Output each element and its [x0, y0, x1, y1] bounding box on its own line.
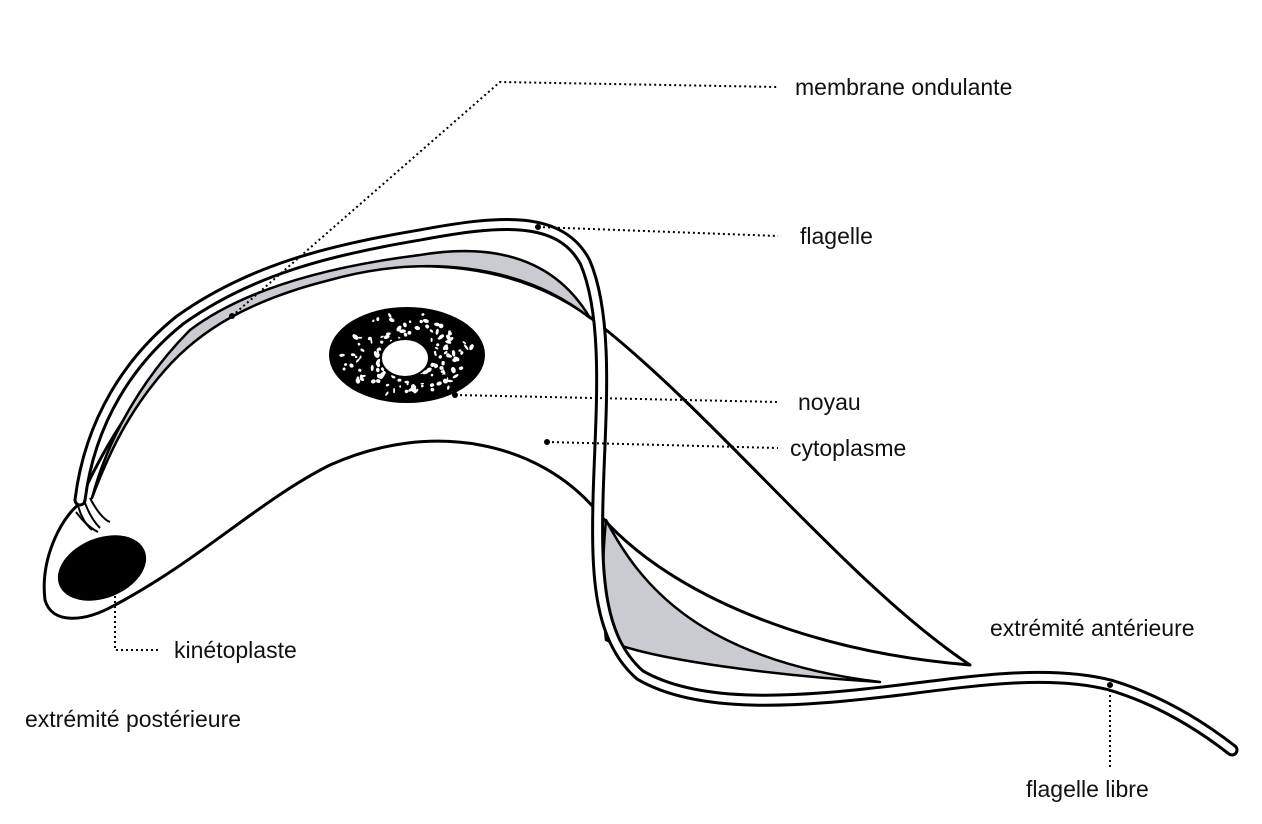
pointer-dot [229, 313, 235, 319]
label-flagelle-libre: flagelle libre [1026, 776, 1149, 802]
label-flagelle: flagelle [800, 223, 873, 249]
pointer-dot [1107, 682, 1113, 688]
pointer-dot [544, 439, 550, 445]
chromatin-speck [393, 388, 395, 393]
label-kinetoplaste: kinétoplaste [174, 637, 297, 663]
nucleus [329, 307, 485, 403]
label-extremite-posterieure: extrémité postérieure [25, 706, 241, 732]
label-noyau: noyau [798, 389, 861, 415]
label-membrane-ondulante: membrane ondulante [795, 74, 1012, 100]
pointer-dot [452, 392, 458, 398]
leader-flagelle [538, 227, 778, 236]
pointer-dot [535, 224, 541, 230]
label-extremite-anterieure: extrémité antérieure [990, 615, 1195, 641]
label-cytoplasme: cytoplasme [790, 435, 906, 461]
